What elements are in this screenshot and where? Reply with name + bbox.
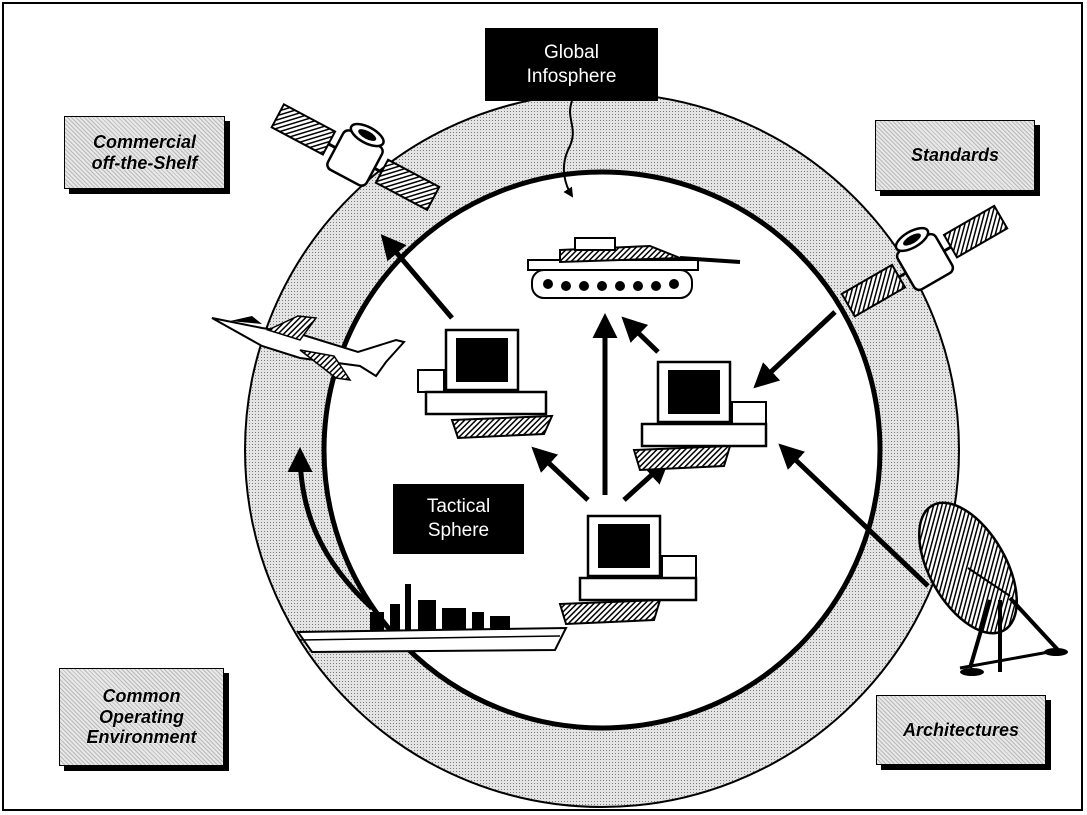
arrow-pc-to-tank [621, 316, 660, 354]
global-infosphere-label: Global Infosphere [485, 28, 658, 101]
architectures-text: Architectures [902, 719, 1020, 740]
radar-dish-icon [917, 501, 1068, 676]
arrow-satellite-to-pc [753, 310, 837, 389]
corner-box-commercial: Commercial off-the-Shelf [64, 116, 225, 189]
global-infosphere-ring [244, 92, 960, 808]
arrow-center-to-left-pc [531, 446, 590, 502]
commercial-off-the-shelf-text: Commercial off-the-Shelf [91, 131, 198, 173]
data-flow-arrows [287, 234, 930, 610]
tank-icon [527, 237, 741, 299]
arrow-radar-to-pc [778, 443, 930, 588]
infosphere-leader-line [562, 100, 574, 198]
corner-box-standards: Standards [875, 120, 1035, 191]
corner-box-common-operating-environment: Common Operating Environment [59, 668, 224, 766]
computer-workstation-icon [558, 514, 698, 626]
standards-text: Standards [910, 145, 1000, 166]
satellite-icon [270, 102, 441, 212]
tactical-sphere-label: Tactical Sphere [393, 484, 524, 554]
arrow-ship-to-ring [287, 447, 374, 610]
corner-box-architectures: Architectures [876, 695, 1046, 765]
computer-workstation-icon [632, 360, 768, 472]
satellite-icon [840, 204, 1009, 318]
computer-workstation-icon [417, 328, 554, 440]
global-infosphere-text: Global Infosphere [526, 41, 617, 87]
arrow-pc-to-satellite [380, 234, 454, 320]
warship-icon [296, 584, 568, 654]
fighter-jet-icon [211, 315, 406, 381]
tactical-sphere-text: Tactical Sphere [426, 496, 491, 541]
common-operating-environment-text: Common Operating Environment [86, 685, 197, 748]
